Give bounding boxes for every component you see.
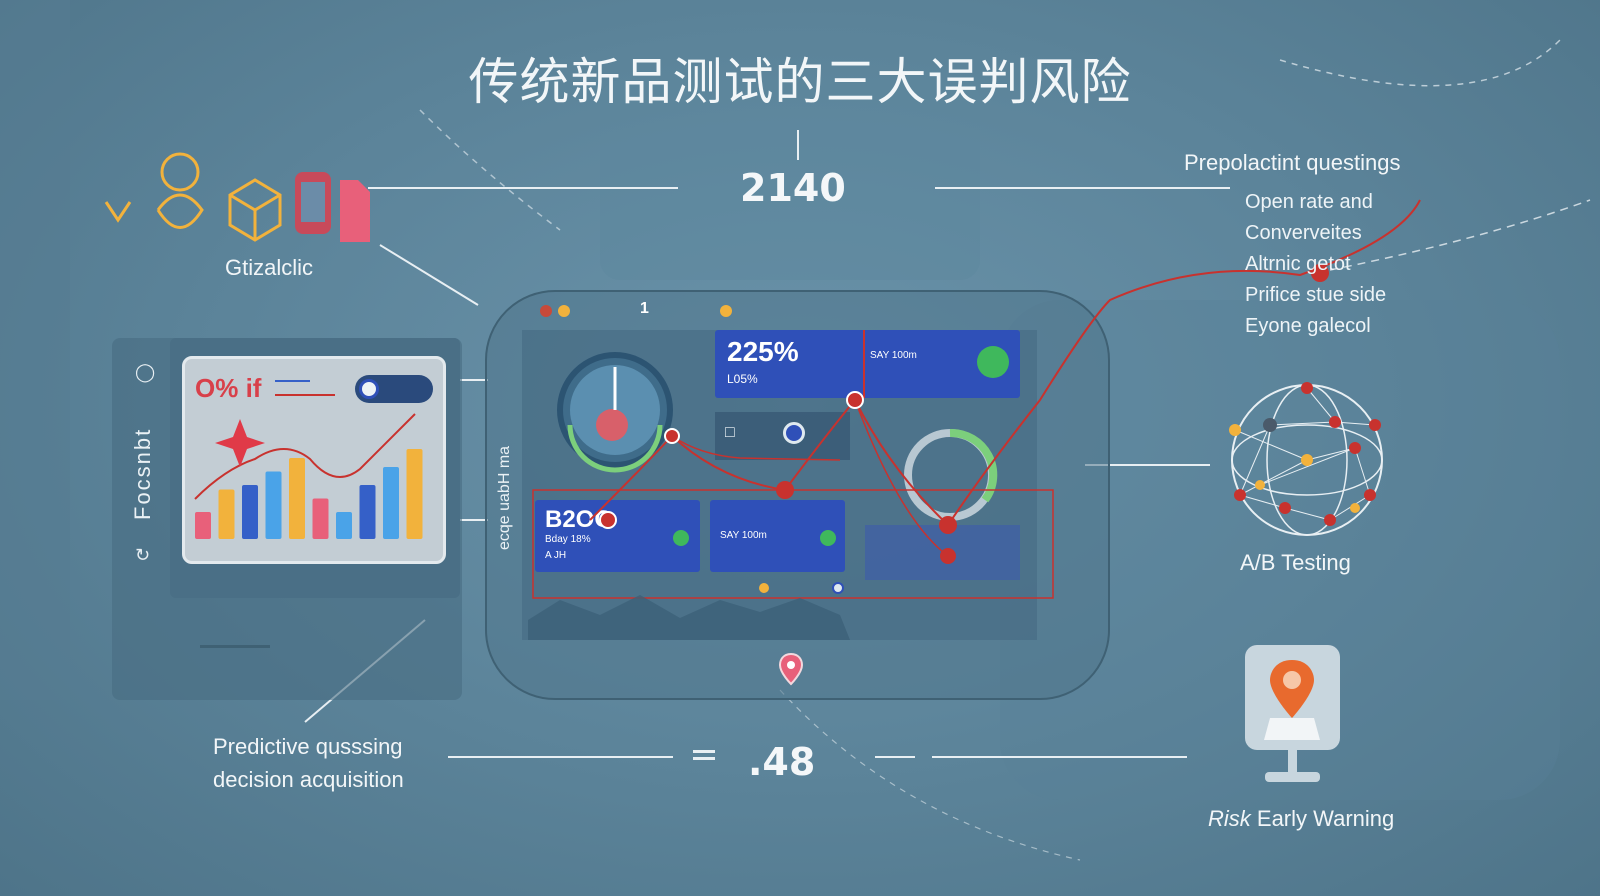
document-icon bbox=[340, 180, 370, 242]
refresh-icon[interactable]: ↻ bbox=[135, 545, 151, 565]
connector-line-top-left bbox=[368, 187, 678, 189]
placeholder-line bbox=[200, 645, 270, 648]
location-pin-icon bbox=[778, 652, 804, 686]
left-bar bbox=[242, 485, 258, 539]
database-icon bbox=[295, 172, 331, 234]
toolbar-number: 1 bbox=[640, 300, 649, 317]
right-list-item: Eyone galecol bbox=[1245, 315, 1371, 337]
trend-node bbox=[776, 481, 794, 499]
connector-line-bottom-mid bbox=[875, 756, 915, 758]
connector-line-bottom-right bbox=[932, 756, 1187, 758]
bottom-left-line1: Predictive qusssing bbox=[213, 734, 403, 759]
risk-label-italic: Risk bbox=[1208, 806, 1251, 831]
metric-card-right-tag: SAY 100m bbox=[720, 530, 767, 541]
metric-card-right[interactable]: SAY 100m bbox=[710, 500, 845, 572]
risk-label-rest: Early Warning bbox=[1250, 806, 1395, 831]
top-left-label: Gtizalclic bbox=[225, 255, 314, 280]
left-bar bbox=[336, 512, 352, 539]
left-bar bbox=[383, 467, 399, 539]
top-left-icon-group bbox=[104, 152, 370, 242]
equals-icon bbox=[693, 750, 715, 753]
right-list-item: Altrnic getot bbox=[1245, 253, 1351, 275]
metric-card-main-tag: SAY 100m bbox=[870, 350, 917, 361]
left-bar bbox=[289, 458, 305, 539]
dashboard-small-icon-1[interactable]: □ bbox=[725, 424, 735, 441]
box-icon bbox=[228, 178, 282, 242]
toolbar-dot bbox=[720, 305, 732, 317]
chart-tag: O% if bbox=[195, 373, 262, 403]
dashboard-small-icon-2[interactable] bbox=[783, 422, 805, 444]
top-metric: 2140 bbox=[740, 166, 846, 210]
metric-card-left-sub1: Bday 18% bbox=[545, 534, 591, 545]
left-bar bbox=[406, 449, 423, 539]
trend-node bbox=[940, 548, 956, 564]
right-list-item: Prifice stue side bbox=[1245, 284, 1387, 306]
trend-node bbox=[599, 511, 617, 529]
window-min-dot[interactable] bbox=[558, 305, 570, 317]
trend-node bbox=[664, 428, 680, 444]
dashboard-vertical-label: ecqe uabH ma bbox=[496, 445, 513, 550]
headset-icon[interactable]: ◯ bbox=[135, 362, 156, 382]
right-list-item: Converveites bbox=[1245, 222, 1362, 244]
user-icon bbox=[156, 152, 204, 229]
metric-card-main-sub: L05% bbox=[727, 372, 758, 386]
metric-card-left-status bbox=[673, 530, 689, 546]
metric-card-left-sub2: A JH bbox=[545, 550, 567, 561]
right-heading: Prepolactint questings bbox=[1184, 150, 1401, 175]
window-close-dot[interactable] bbox=[540, 305, 552, 317]
sparkle-icon bbox=[215, 419, 265, 467]
left-bar bbox=[195, 512, 211, 539]
network-globe-icon bbox=[1229, 382, 1383, 536]
metric-card-left[interactable]: B2OC Bday 18% A JH bbox=[535, 500, 700, 572]
left-bar bbox=[218, 489, 235, 539]
risk-label: Risk Early Warning bbox=[1208, 806, 1394, 832]
bottom-metric: .48 bbox=[748, 740, 816, 784]
metric-card-main[interactable]: 225% L05% SAY 100m bbox=[715, 330, 1020, 398]
connector-line-top-vertical bbox=[797, 130, 799, 160]
left-bar bbox=[359, 485, 376, 539]
bottom-left-line2: decision acquisition bbox=[213, 767, 404, 792]
right-list-item: Open rate and bbox=[1245, 191, 1373, 213]
connector-line-top-right bbox=[935, 187, 1230, 189]
trend-node bbox=[1311, 264, 1329, 282]
chevron-down-icon bbox=[104, 201, 132, 223]
metric-card-right-status bbox=[820, 530, 836, 546]
bottom-left-text: Predictive qusssing decision acquisition bbox=[213, 730, 404, 796]
connector-line-bottom-left bbox=[448, 756, 673, 758]
left-bar-chart bbox=[194, 380, 423, 539]
trend-node bbox=[846, 391, 864, 409]
left-trend-line bbox=[194, 413, 416, 500]
trend-node bbox=[939, 516, 957, 534]
status-check-icon bbox=[977, 346, 1009, 378]
ab-testing-label: A/B Testing bbox=[1240, 550, 1351, 575]
equals-icon-bar bbox=[693, 757, 715, 760]
toggle-knob bbox=[359, 379, 379, 399]
icon-row: □ bbox=[715, 412, 850, 460]
metric-card-main-value: 225% bbox=[727, 336, 799, 367]
dashboard-toolbar: 1 bbox=[520, 300, 1000, 322]
page-title: 传统新品测试的三大误判风险 bbox=[468, 53, 1132, 111]
right-list: Open rate and Converveites Altrnic getot… bbox=[1245, 187, 1386, 342]
left-bar bbox=[265, 471, 282, 539]
warning-monitor-icon bbox=[1245, 645, 1340, 782]
toggle-switch[interactable] bbox=[355, 375, 433, 403]
left-bar bbox=[312, 498, 329, 539]
gauge-icon bbox=[557, 352, 673, 473]
card-divider bbox=[863, 330, 865, 398]
left-chart-card: O% if bbox=[182, 356, 446, 564]
